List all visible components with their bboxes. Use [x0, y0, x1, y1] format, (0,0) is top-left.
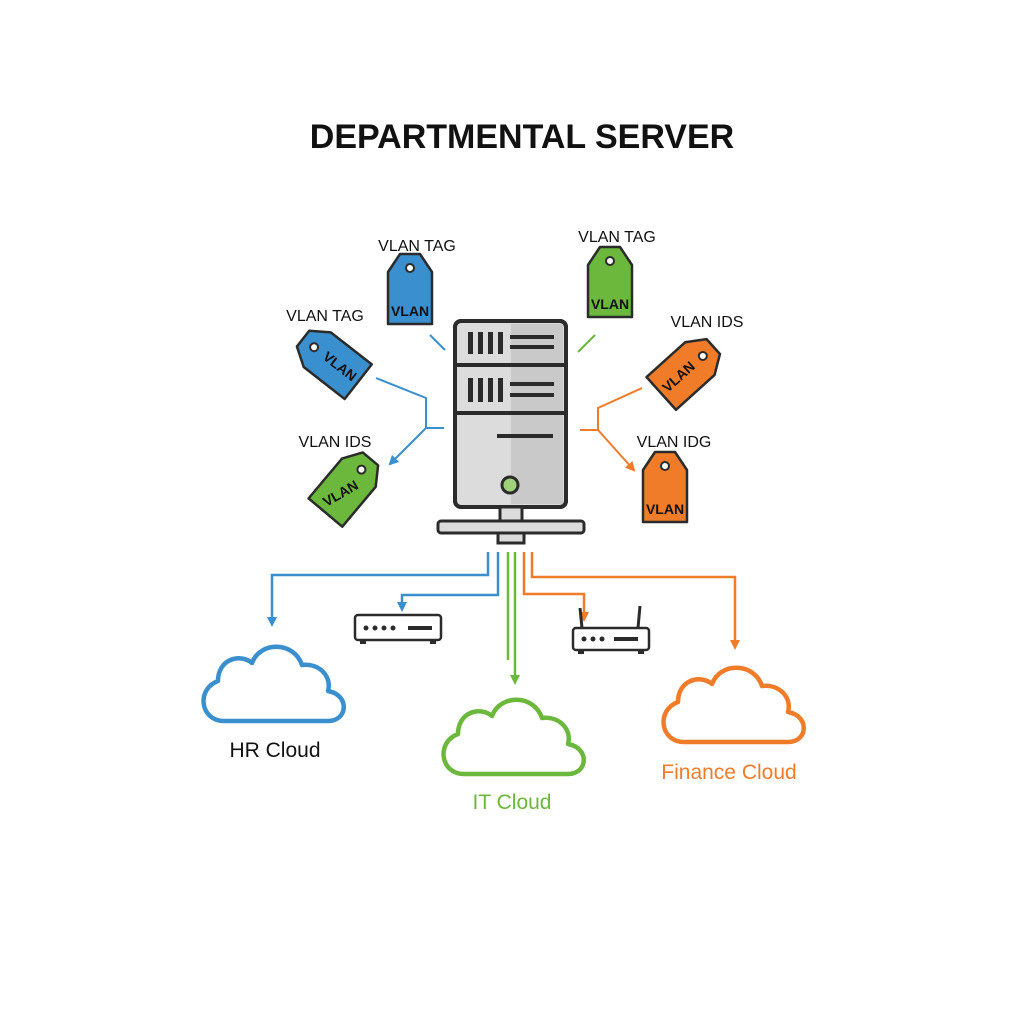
tag-icon: VLAN	[307, 451, 380, 528]
svg-text:VLAN: VLAN	[646, 501, 684, 517]
connector-tag-1	[429, 334, 446, 351]
tag-icon: VLAN	[645, 337, 722, 412]
network-switch-icon	[353, 613, 443, 644]
tag-icon: VLAN	[586, 245, 634, 319]
cloud-icon	[201, 644, 346, 724]
router-icon	[571, 605, 651, 654]
cloud-icon	[441, 697, 586, 777]
link-hr-cloud	[267, 552, 490, 627]
connector-tag-4	[580, 387, 643, 431]
tag-connectors	[375, 334, 643, 472]
svg-text:VLAN: VLAN	[391, 303, 429, 319]
server-icon	[436, 319, 586, 545]
cloud-label-finance: Finance Cloud	[661, 761, 796, 784]
tag-labels: VLAN TAG VLAN TAG VLAN TAG VLAN IDS VLAN…	[286, 229, 743, 451]
connector-tag-5	[388, 427, 427, 466]
cloud-label-it: IT Cloud	[473, 791, 552, 814]
tag-label: VLAN IDS	[299, 434, 372, 451]
page-title: DEPARTMENTAL SERVER	[310, 118, 734, 156]
tag-label: VLAN IDS	[671, 314, 744, 331]
tag-icon: VLAN	[295, 329, 374, 401]
svg-text:VLAN: VLAN	[591, 296, 629, 312]
cloud-icon	[661, 665, 806, 745]
link-finance-cloud	[530, 552, 740, 650]
tag-icon: VLAN	[386, 252, 434, 326]
tag-label: VLAN TAG	[286, 308, 364, 325]
connector-tag-3	[375, 377, 444, 429]
link-switch	[397, 552, 500, 612]
tag-icon: VLAN	[641, 450, 689, 524]
tag-label: VLAN IDG	[637, 434, 712, 451]
link-router	[522, 552, 589, 622]
connector-tag-6	[597, 429, 636, 472]
cloud-label-hr: HR Cloud	[229, 739, 320, 762]
tag-label: VLAN TAG	[578, 229, 656, 246]
network-links	[267, 552, 740, 685]
connector-tag-2	[577, 334, 596, 353]
tag-label: VLAN TAG	[378, 238, 456, 255]
